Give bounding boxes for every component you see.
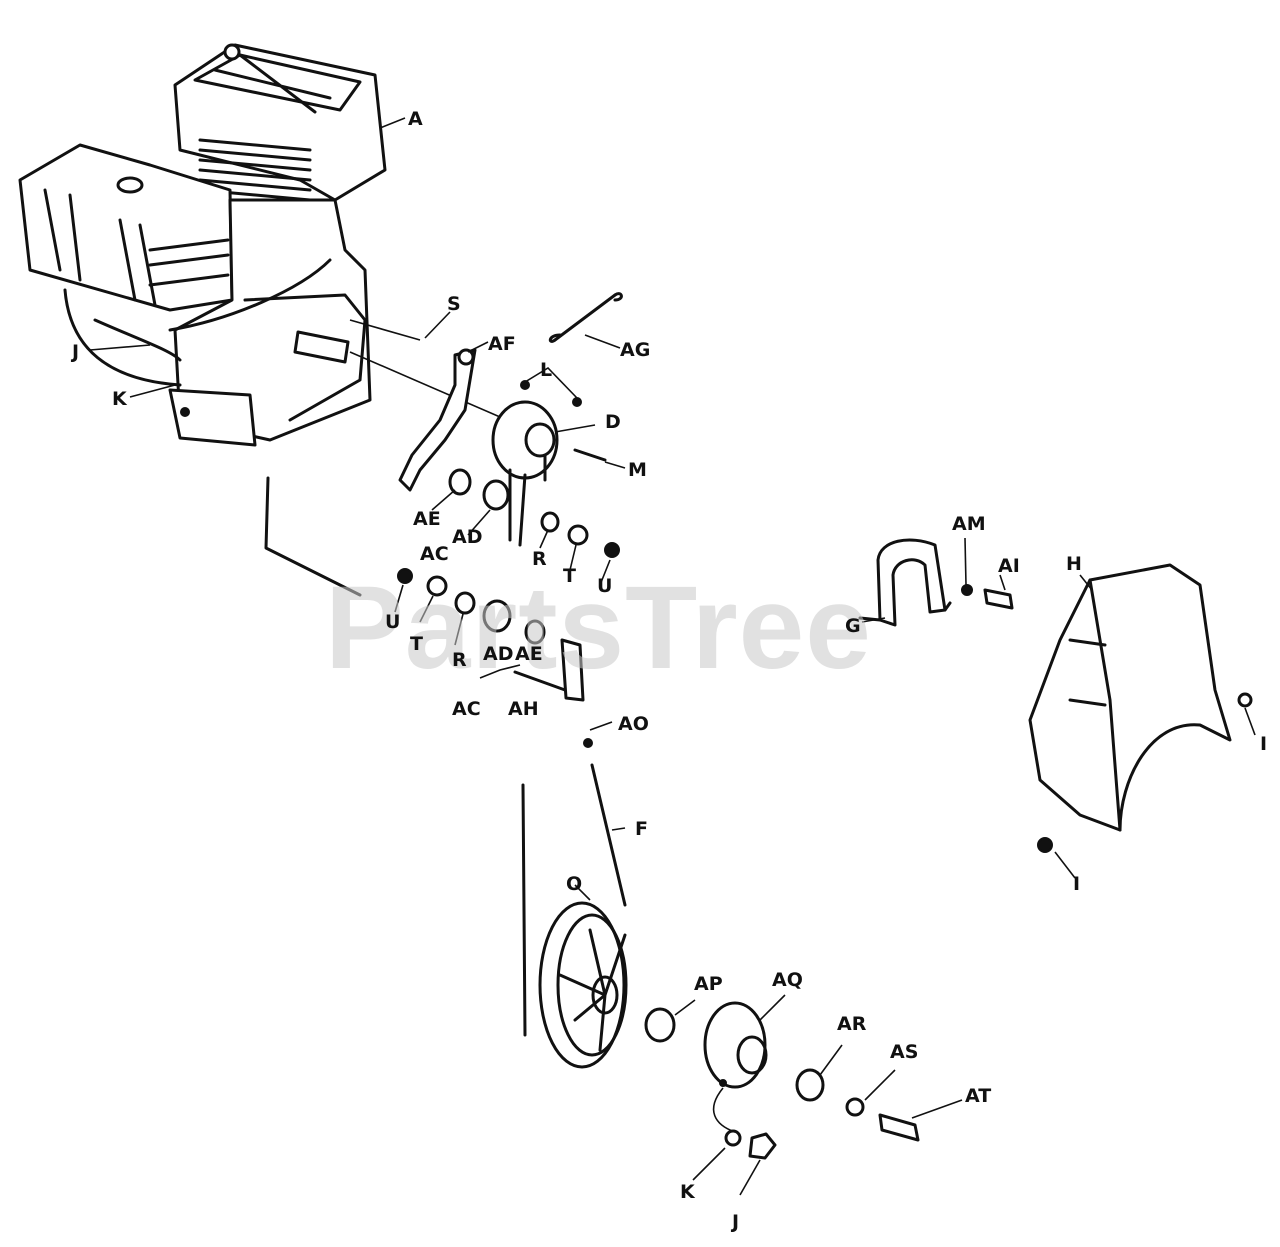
callout-label: AT: [965, 1085, 991, 1107]
callout-label: S: [447, 293, 461, 315]
callout-label: T: [563, 565, 576, 587]
callout-label: AD: [483, 643, 513, 665]
idler-arm-assembly: [264, 292, 623, 748]
callout-label: I: [1260, 733, 1267, 755]
callout-label: AR: [837, 1013, 867, 1035]
callout-label: K: [680, 1181, 696, 1203]
callout-label: K: [112, 388, 128, 410]
callout-label: AI: [998, 555, 1020, 577]
callout-label: R: [532, 548, 547, 570]
callout-label: J: [730, 1211, 739, 1233]
callout-label: AE: [515, 643, 543, 665]
callout-label: U: [597, 575, 612, 597]
callout-label: U: [385, 611, 400, 633]
callout-label: AS: [890, 1041, 918, 1063]
callout-label: AO: [618, 713, 649, 735]
callout-label: R: [452, 649, 467, 671]
callout-label: AF: [488, 333, 516, 355]
watermark-text: PartsTree: [325, 562, 872, 694]
belt-pulley-drawing: [521, 763, 920, 1160]
callout-label: AD: [452, 526, 482, 548]
callout-label: AC: [420, 543, 449, 565]
belt-guard-drawing: [858, 538, 1253, 853]
callout-leaders: [89, 117, 1256, 1196]
callout-label: D: [605, 411, 621, 433]
callout-label: AP: [694, 973, 723, 995]
callout-label: AH: [508, 698, 539, 720]
callout-label: J: [70, 341, 79, 363]
callout-label: AC: [452, 698, 481, 720]
callout-label: AQ: [772, 969, 803, 991]
callout-label: L: [540, 359, 552, 381]
callout-label: I: [1073, 873, 1080, 895]
callout-label: A: [408, 108, 423, 130]
callout-label: G: [845, 615, 861, 637]
callout-label: M: [628, 459, 647, 481]
callout-labels: A S AF AG J K L D M AE AD AC R T U U T R…: [70, 108, 1267, 1233]
callout-label: H: [1066, 553, 1082, 575]
engine-drawing: [18, 43, 387, 447]
callout-label: O: [566, 873, 582, 895]
callout-label: AE: [413, 508, 441, 530]
callout-label: AG: [620, 339, 650, 361]
callout-label: F: [635, 818, 648, 840]
callout-label: T: [410, 633, 423, 655]
callout-label: AM: [952, 513, 986, 535]
